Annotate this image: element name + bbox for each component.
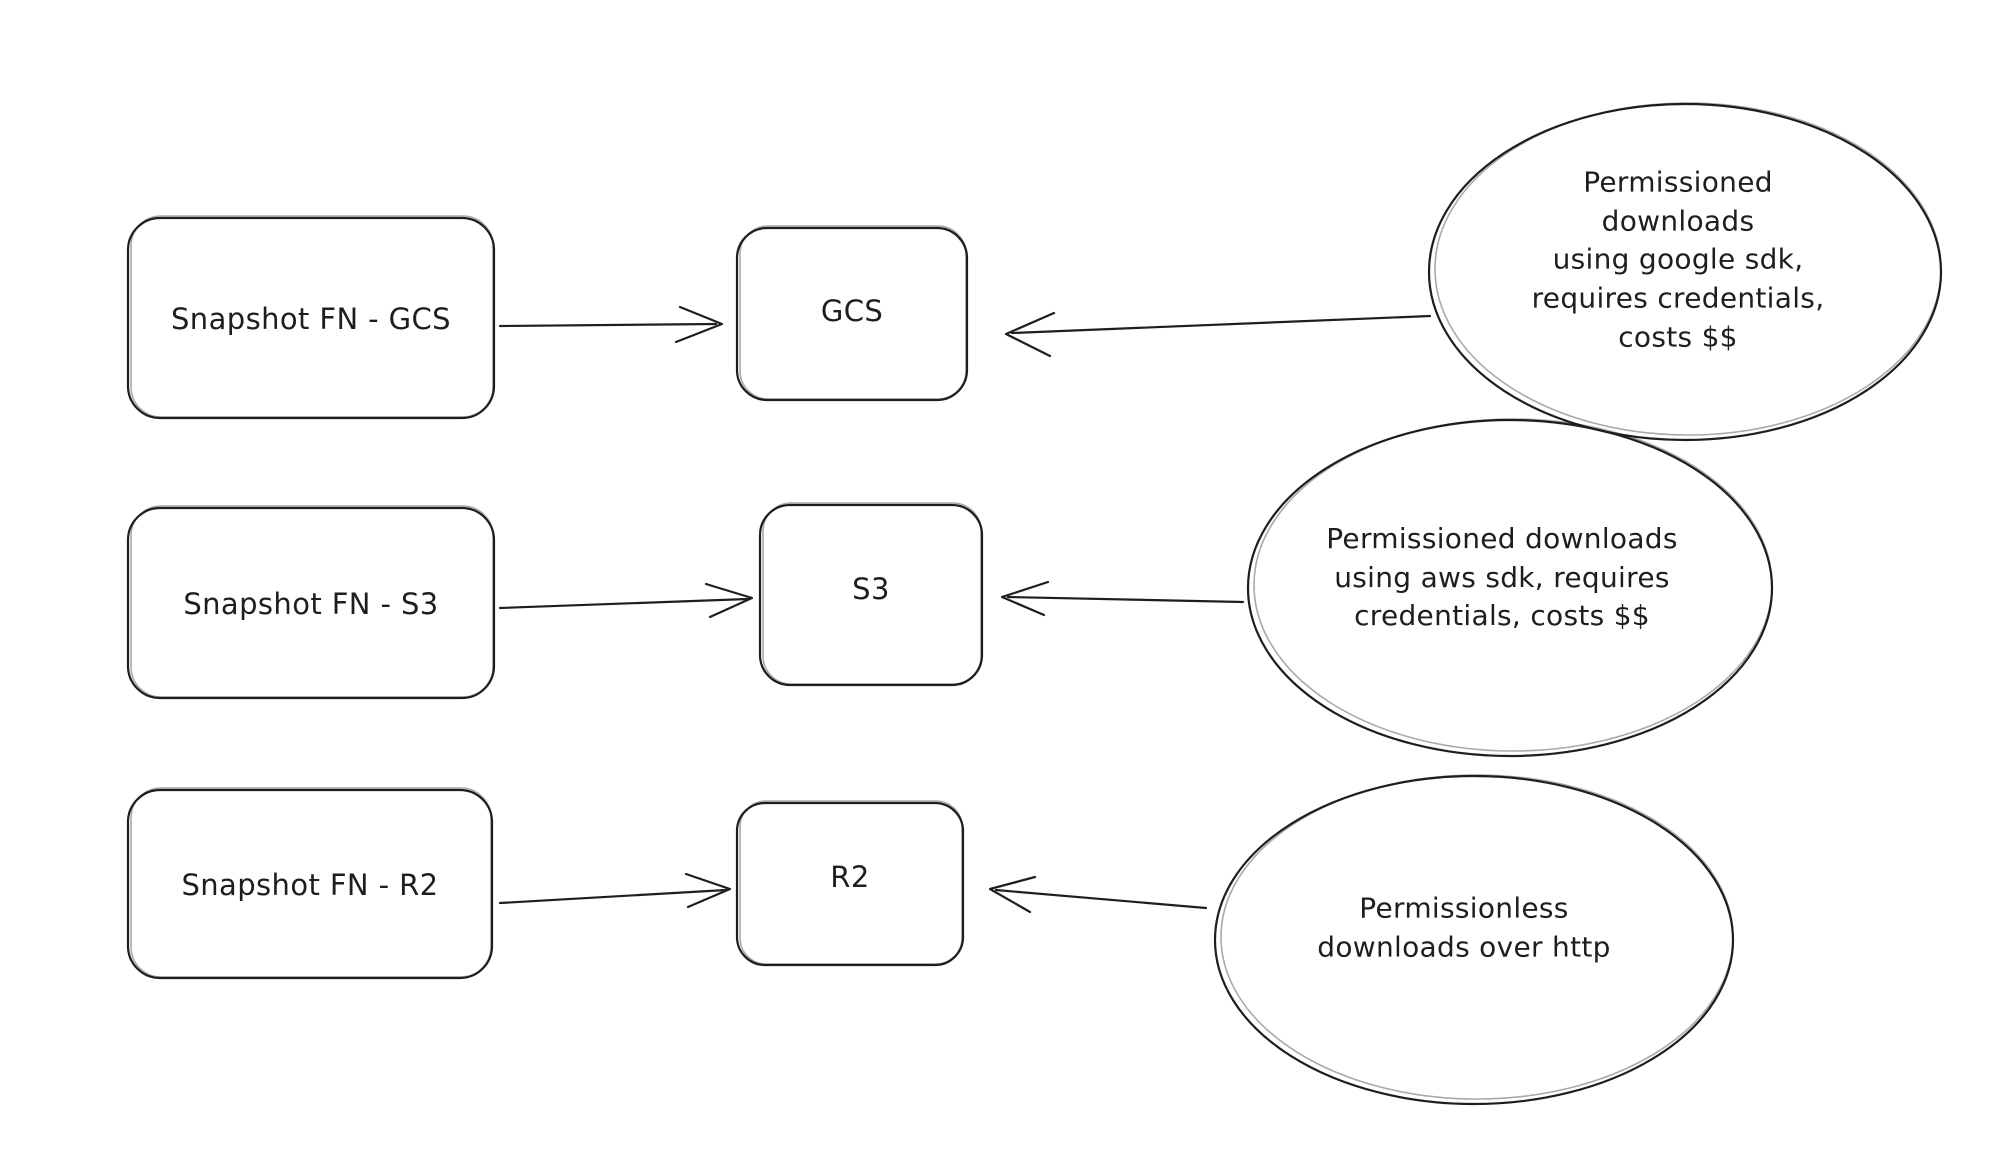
arrow-s3-forward-shaft [498, 597, 750, 610]
row-gcs-shapes [126, 102, 1943, 442]
arrow-s3-forward-head [704, 582, 754, 619]
node-label-target-s3: S3 [852, 572, 890, 606]
note-line: Permissionless [1359, 891, 1569, 925]
gcs-source-box-sketch [130, 215, 494, 418]
note-line: using google sdk, [1552, 242, 1804, 276]
node-label-source-gcs: Snapshot FN - GCS [171, 302, 451, 336]
node-label-source-s3: Snapshot FN - S3 [183, 587, 439, 621]
gcs-note-ellipse-sketch [1434, 102, 1942, 436]
r2-source-box-sketch [130, 787, 492, 978]
r2-note-ellipse [1213, 774, 1735, 1106]
row-r2-shapes [126, 774, 1735, 1106]
s3-source-box-sketch [130, 505, 494, 698]
note-line: Permissioned downloads [1583, 165, 1773, 238]
note-line: downloads over http [1317, 930, 1611, 963]
node-label-target-r2: R2 [830, 860, 870, 894]
r2-target-box-sketch [739, 800, 963, 965]
gcs-target-box-sketch [739, 225, 967, 400]
note-r2: Permissionless downloads over http [1317, 889, 1610, 966]
arrow-gcs-note-shaft [1010, 314, 1432, 335]
r2-source-box [126, 788, 494, 980]
arrow-gcs-note-head [1004, 311, 1056, 358]
node-label-source-r2: Snapshot FN - R2 [181, 868, 439, 902]
r2-note-ellipse-sketch [1220, 774, 1734, 1100]
s3-target-box [758, 503, 984, 687]
arrow-gcs-forward-head [674, 305, 724, 344]
note-line: costs $$ [1618, 319, 1738, 353]
gcs-target-box [735, 226, 969, 402]
arrow-gcs-forward-shaft [498, 322, 718, 328]
gcs-source-box [126, 216, 496, 420]
arrow-r2-note-shaft [994, 888, 1208, 910]
arrow-r2-note [988, 875, 1208, 914]
node-label-target-gcs: GCS [820, 294, 884, 328]
arrow-s3-note-shaft [1006, 595, 1245, 604]
note-gcs: Permissioned downloads using google sdk,… [1517, 163, 1839, 356]
s3-note-ellipse [1246, 418, 1774, 758]
s3-target-box-sketch [762, 502, 982, 685]
arrow-s3-note [1000, 580, 1245, 617]
row-s3-shapes [126, 418, 1774, 758]
arrow-r2-note-head [988, 875, 1037, 914]
arrow-gcs-forward [498, 305, 724, 344]
arrow-r2-forward-head [684, 872, 732, 909]
arrow-gcs-note [1004, 311, 1432, 358]
gcs-note-ellipse [1427, 102, 1943, 442]
arrow-s3-note-head [1000, 580, 1050, 617]
arrow-r2-forward-shaft [498, 888, 728, 905]
s3-note-ellipse-sketch [1253, 418, 1773, 752]
note-line: requires credentials, [1531, 281, 1825, 315]
note-line: Permissioned downloads [1326, 522, 1678, 556]
note-s3: Permissioned downloads using aws sdk, re… [1326, 520, 1678, 636]
arrow-r2-forward [498, 872, 732, 909]
note-line: credentials, costs $$ [1354, 599, 1650, 633]
note-line: using aws sdk, requires [1334, 560, 1670, 594]
s3-source-box [126, 506, 496, 700]
arrow-s3-forward [498, 582, 754, 619]
r2-target-box [735, 801, 965, 967]
